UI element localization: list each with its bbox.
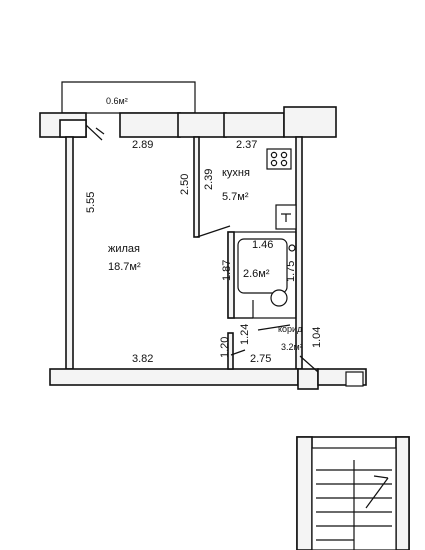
living-area: 18.7м² [108, 261, 141, 273]
kitchen-area: 5.7м² [222, 191, 249, 203]
corridor-doors [227, 324, 319, 373]
kitchen-name: кухня [222, 167, 250, 179]
kitchen-partition [193, 136, 231, 238]
bottom-wall [49, 368, 367, 390]
dim-corridor-right: 1.04 [311, 327, 323, 348]
dim-living-height: 5.55 [85, 192, 97, 213]
dim-living-bottom: 3.82 [132, 353, 153, 365]
dim-bath-right: 1.75 [285, 261, 297, 282]
stairwell [296, 436, 410, 550]
right-wall [295, 136, 303, 370]
dim-corridor-width: 2.75 [250, 353, 271, 365]
left-wall [65, 136, 74, 370]
dim-bottom-left: 1.20 [219, 337, 231, 358]
balcony [61, 81, 196, 114]
dim-kitchen-left: 2.50 [179, 174, 191, 195]
balcony-area: 0.6м² [106, 96, 128, 106]
corridor-name: корид [278, 324, 303, 334]
dim-bath-left: 1.87 [221, 260, 233, 281]
bathroom [227, 231, 297, 319]
dim-kitchen-top: 2.37 [236, 139, 257, 151]
bath-area: 2.6м² [243, 268, 270, 280]
corridor-area: 3.2м² [281, 342, 303, 352]
dim-corridor-left: 1.24 [239, 324, 251, 345]
dim-kitchen-right: 2.39 [203, 169, 215, 190]
sink-icon [275, 204, 297, 230]
dim-bath-width: 1.46 [252, 239, 273, 251]
top-wall [39, 106, 337, 141]
stove-icon [266, 148, 292, 170]
dim-living-top: 2.89 [132, 139, 153, 151]
living-name: жилая [108, 243, 140, 255]
